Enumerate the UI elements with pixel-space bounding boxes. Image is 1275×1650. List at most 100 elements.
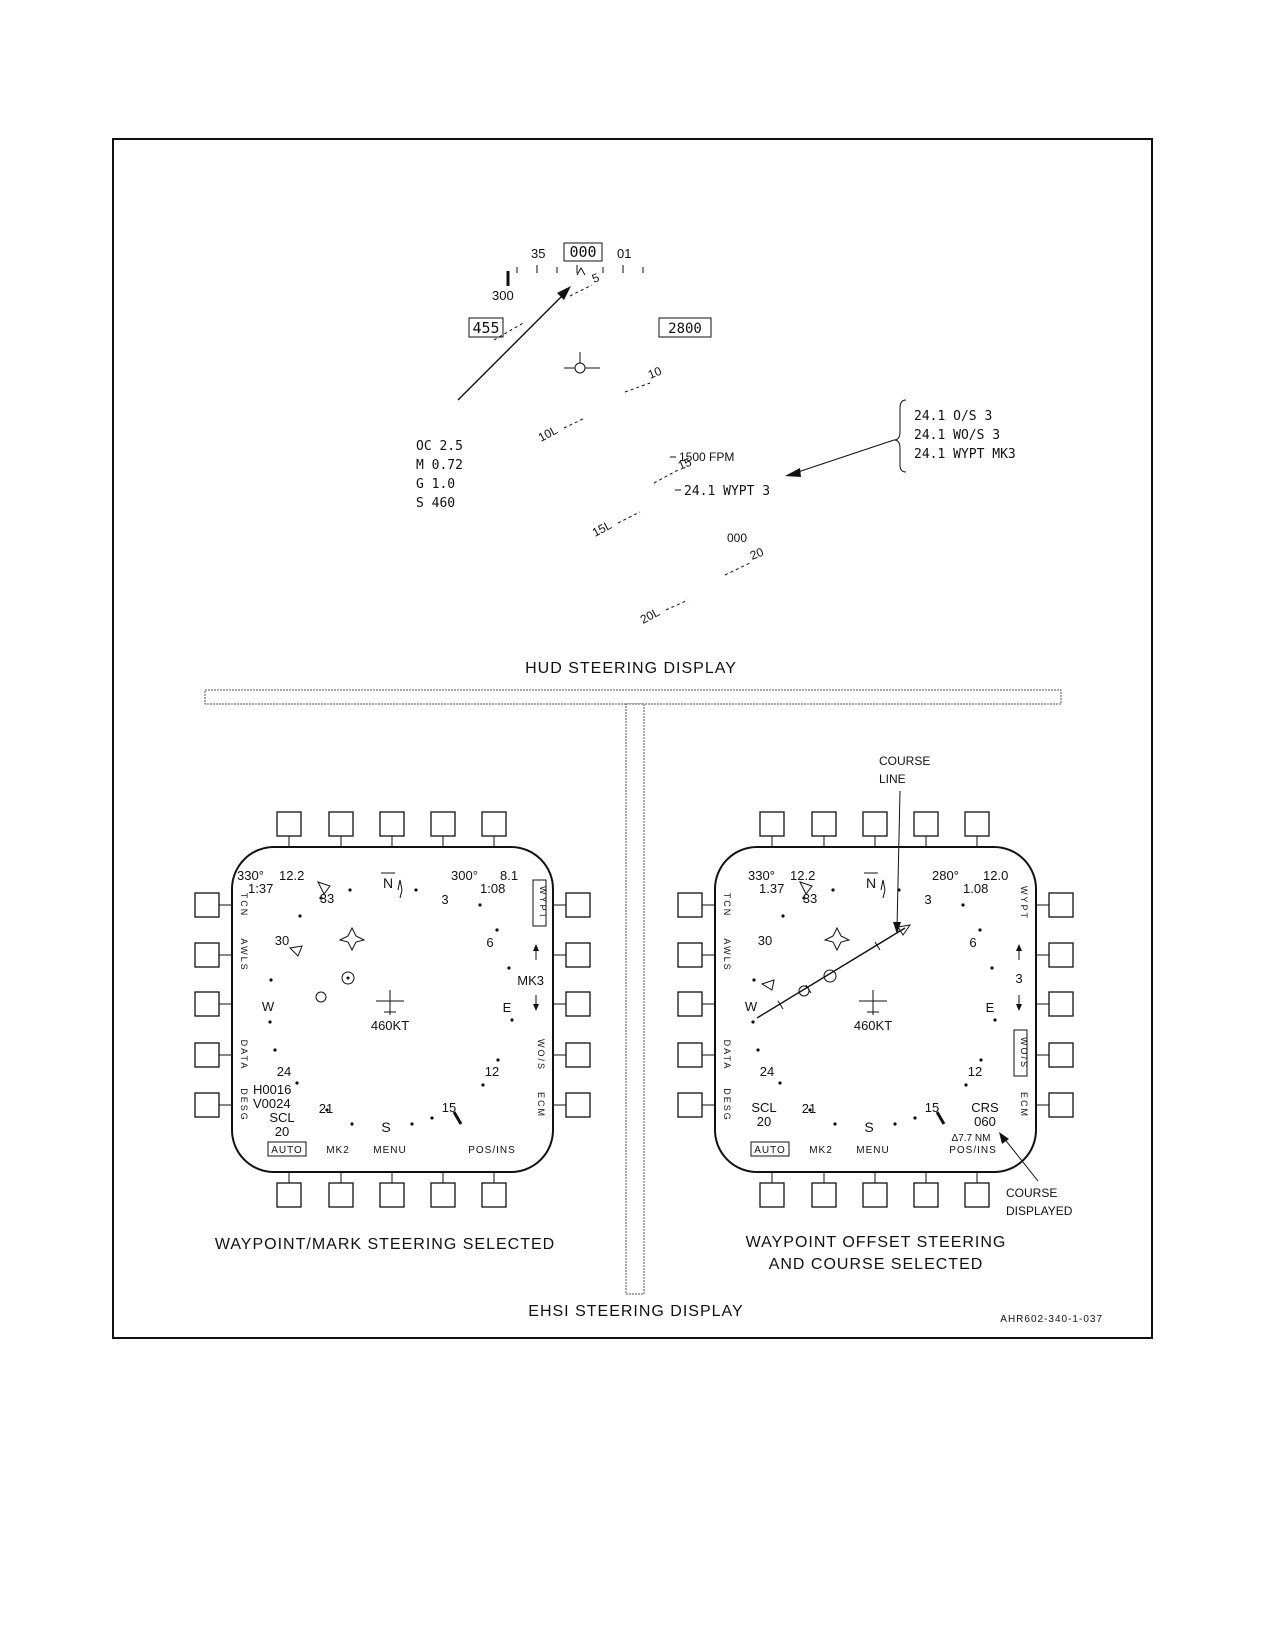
ehsi-right-tr-bearing: 280°	[932, 868, 959, 883]
ehsi-right-west: W	[745, 999, 758, 1014]
ehsi-right-speed: 460KT	[854, 1018, 892, 1033]
ehsi-right-caption-2: AND COURSE SELECTED	[769, 1256, 984, 1273]
ehsi-right-compass-ring	[751, 888, 997, 1126]
ehsi-right-waypoint-symbol	[823, 969, 837, 983]
ehsi-right-offset-distance: Δ7.7 NM	[952, 1133, 991, 1144]
ehsi-left-aircraft-symbol	[376, 990, 404, 1015]
ladder-10L: 10L	[536, 423, 561, 445]
hud-airspeed: 455	[472, 319, 499, 337]
ehsi-left-30: 30	[275, 933, 289, 948]
ladder-20L: 20L	[638, 605, 663, 627]
hud-steering-line: 24.1 WYPT 3	[684, 484, 770, 499]
callout-option-2: 24.1 WO/S 3	[914, 428, 1000, 443]
horizontal-separator	[204, 689, 1062, 705]
hud-callout-brace	[893, 399, 907, 473]
ehsi-left-tl-bearing: 330°	[237, 868, 264, 883]
ladder-20: 20	[748, 545, 766, 563]
ehsi-right-awls[interactable]: AWLS	[722, 938, 732, 971]
ehsi-right-30: 30	[758, 933, 772, 948]
ehsi-left-caption: WAYPOINT/MARK STEERING SELECTED	[215, 1236, 555, 1253]
ehsi-left-posins[interactable]: POS/INS	[468, 1145, 516, 1156]
hud-airspeed-box	[468, 317, 504, 338]
ladder-15: 15	[676, 455, 694, 473]
ehsi-right-offset-symbol	[798, 985, 810, 997]
ehsi-right-bearing-pointer-2-icon	[760, 979, 775, 991]
callout-course-line-2: LINE	[879, 772, 906, 786]
ehsi-right-tr-time: 1.08	[963, 881, 988, 896]
callout-course-line-leader	[896, 790, 901, 929]
ehsi-left-desg[interactable]: DESG	[239, 1088, 249, 1122]
ehsi-right-tacan-symbol	[823, 926, 851, 952]
ehsi-right-menu[interactable]: MENU	[856, 1145, 889, 1156]
ehsi-left-tl-time: 1:37	[248, 881, 273, 896]
ehsi-left-east: E	[503, 1000, 512, 1015]
ehsi-right-tl-range: 12.2	[790, 868, 815, 883]
ehsi-left-h: H0016	[253, 1082, 291, 1097]
figure-id: AHR602-340-1-037	[1000, 1314, 1103, 1325]
hud-pointer-arrowhead	[557, 286, 571, 300]
ehsi-left-ecm[interactable]: ECM	[536, 1092, 546, 1118]
ehsi-right-24: 24	[760, 1064, 774, 1079]
ehsi-right-tl-bearing: 330°	[748, 868, 775, 883]
ehsi-left-north: N	[383, 875, 393, 891]
ehsi-right-aircraft-symbol	[859, 990, 887, 1015]
ehsi-right-east: E	[986, 1000, 995, 1015]
ehsi-left-wos[interactable]: WO/S	[536, 1039, 546, 1071]
ehsi-right-ecm[interactable]: ECM	[1019, 1092, 1029, 1118]
ehsi-right-south: S	[864, 1119, 873, 1135]
hud-heading-left: 35	[531, 246, 545, 261]
ehsi-left-wypt-box	[532, 879, 547, 927]
ehsi-right-desg[interactable]: DESG	[722, 1088, 732, 1122]
ehsi-right-auto[interactable]: AUTO	[754, 1145, 786, 1156]
ehsi-left-mk3[interactable]: MK3	[517, 973, 544, 988]
ehsi-left-v: V0024	[253, 1096, 291, 1111]
ehsi-left-auto[interactable]: AUTO	[271, 1145, 303, 1156]
ehsi-right-data[interactable]: DATA	[722, 1040, 732, 1071]
ehsi-left-heading-bug	[452, 1111, 463, 1125]
ehsi-right-scl: SCL	[751, 1100, 776, 1115]
ehsi-left-data[interactable]: DATA	[239, 1040, 249, 1071]
ehsi-left-awls[interactable]: AWLS	[239, 938, 249, 971]
ehsi-right: N 3 6 E 12 15 S 21 24 W 30 33 330° 12.2 …	[677, 754, 1074, 1273]
ehsi-left-speed: 460KT	[371, 1018, 409, 1033]
ehsi-left-auto-box	[267, 1141, 307, 1157]
ehsi-left-west: W	[262, 999, 275, 1014]
hud-course-label: 300	[492, 288, 514, 303]
ehsi-section-caption: EHSI STEERING DISPLAY	[528, 1303, 743, 1320]
ehsi-right-bearing-pointer-icon	[799, 881, 813, 895]
ehsi-left-mk2[interactable]: MK2	[326, 1145, 350, 1156]
ehsi-right-wos[interactable]: WO/S	[1019, 1037, 1029, 1069]
ehsi-right-buttons[interactable]	[677, 811, 1074, 1208]
ehsi-left-tcn[interactable]: TCN	[239, 893, 249, 918]
callout-option-3: 24.1 WYPT MK3	[914, 447, 1016, 462]
hud-heading-digits: 000	[727, 531, 747, 545]
ehsi-right-33: 33	[803, 891, 817, 906]
ehsi-left-mark-symbol	[315, 991, 327, 1003]
ehsi-left-33: 33	[320, 891, 334, 906]
ehsi-right-wypt[interactable]: WYPT	[1019, 886, 1029, 920]
hud-speed: S 460	[416, 496, 455, 511]
ehsi-left-wypt[interactable]: WYPT	[538, 886, 548, 920]
ehsi-right-tcn[interactable]: TCN	[722, 893, 732, 918]
ladder-10: 10	[646, 364, 664, 382]
ehsi-right-posins[interactable]: POS/INS	[949, 1145, 997, 1156]
hud-heading-caret	[576, 266, 586, 276]
ehsi-left-menu[interactable]: MENU	[373, 1145, 406, 1156]
callout-course-line-1: COURSE	[879, 754, 930, 768]
hud-altitude-box	[658, 317, 712, 338]
hud-g: G 1.0	[416, 477, 455, 492]
ehsi-left-south: S	[381, 1119, 390, 1135]
ehsi-right-3-select[interactable]: 3	[1015, 971, 1022, 986]
ladder-15L: 15L	[590, 518, 615, 540]
hud-caption: HUD STEERING DISPLAY	[525, 660, 737, 677]
ehsi-right-6: 6	[969, 935, 976, 950]
ehsi-left-3: 3	[441, 892, 448, 907]
ehsi-right-mk2[interactable]: MK2	[809, 1145, 833, 1156]
ehsi-left-15: 15	[442, 1100, 456, 1115]
ehsi-left: N 3 6 E 12 15 S 21 24 W 30 33 330° 12.2 …	[194, 811, 591, 1253]
ehsi-left-tl-range: 12.2	[279, 868, 304, 883]
ehsi-right-21: 21	[802, 1101, 816, 1116]
hud-velocity-vector	[564, 352, 600, 374]
ehsi-right-caption-1: WAYPOINT OFFSET STEERING	[746, 1234, 1007, 1251]
